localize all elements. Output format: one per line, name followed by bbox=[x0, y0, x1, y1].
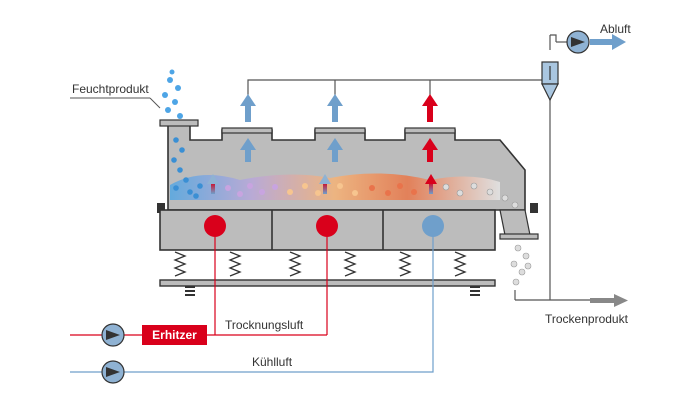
exhaust-fan-icon bbox=[566, 30, 590, 54]
nozzle-exhaust-arrows bbox=[240, 94, 438, 162]
feuchtprodukt-leader bbox=[149, 97, 161, 109]
internal-flow-arrows bbox=[207, 174, 437, 194]
feed-particles bbox=[162, 69, 183, 119]
base-feet bbox=[185, 286, 480, 296]
bracket-left bbox=[157, 203, 165, 213]
label-feuchtprodukt: Feuchtprodukt bbox=[72, 82, 149, 96]
discharge-particles bbox=[510, 244, 532, 286]
cyclone-separator-icon bbox=[541, 61, 559, 102]
spring-icon bbox=[173, 251, 467, 277]
heater-box: Erhitzer bbox=[142, 325, 207, 345]
discharge-chute bbox=[499, 209, 539, 240]
exhaust-arrow bbox=[590, 34, 626, 50]
bracket-right bbox=[530, 203, 538, 213]
product-bed bbox=[170, 137, 519, 209]
label-trockenprodukt: Trockenprodukt bbox=[545, 312, 628, 326]
drying-air-fan-icon bbox=[101, 323, 125, 347]
label-abluft: Abluft bbox=[600, 22, 631, 36]
hot-air-inlet-2 bbox=[316, 215, 338, 237]
label-trocknungsluft: Trocknungsluft bbox=[225, 318, 304, 332]
hot-air-inlet-1 bbox=[204, 215, 226, 237]
cooling-air-line bbox=[70, 237, 434, 373]
label-kuehlluft: Kühlluft bbox=[252, 355, 293, 369]
dried-product-arrow bbox=[590, 294, 628, 307]
cooling-air-fan-icon bbox=[101, 360, 125, 384]
cool-air-inlet bbox=[422, 215, 444, 237]
